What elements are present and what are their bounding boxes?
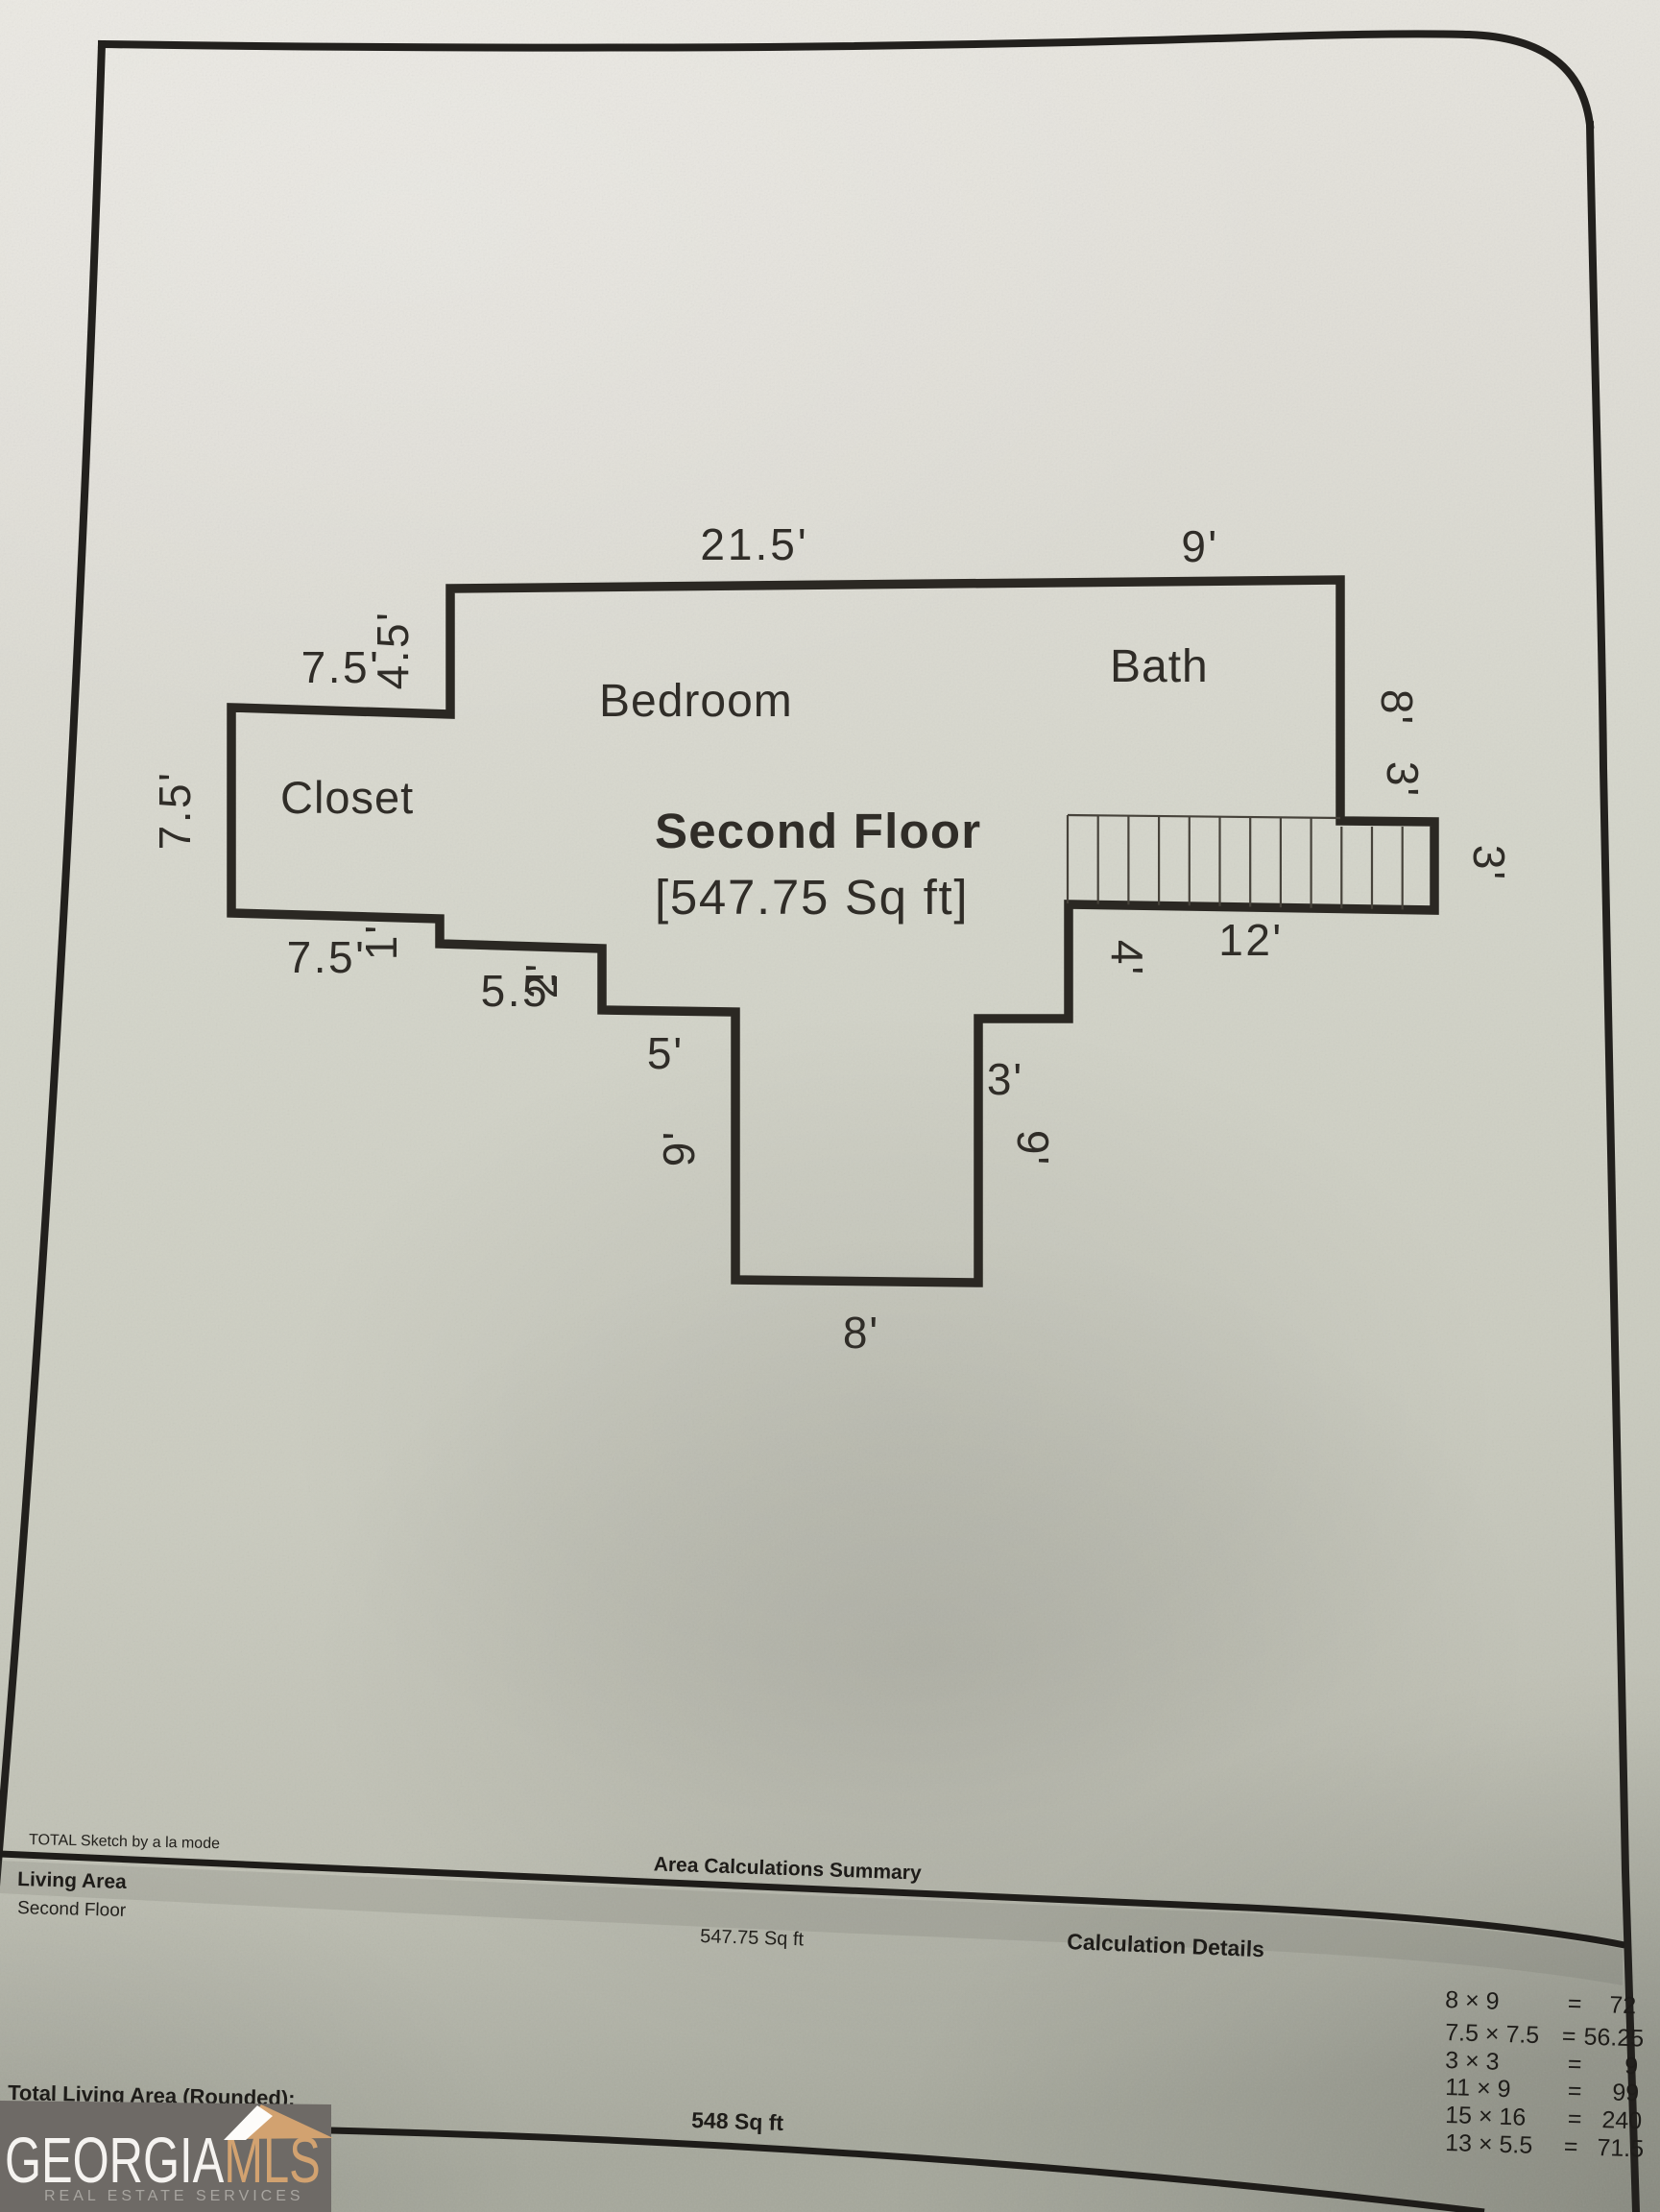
svg-text:2': 2' <box>517 962 566 998</box>
svg-text:15 × 16: 15 × 16 <box>1445 2102 1527 2131</box>
svg-text:240: 240 <box>1601 2106 1643 2134</box>
svg-text:3': 3' <box>1378 761 1428 798</box>
svg-text:=: = <box>1563 2133 1577 2160</box>
svg-text:9': 9' <box>1181 521 1218 571</box>
svg-text:548 Sq ft: 548 Sq ft <box>691 2107 784 2135</box>
svg-text:71.5: 71.5 <box>1597 2134 1645 2163</box>
svg-text:=: = <box>1567 2105 1581 2132</box>
svg-text:8': 8' <box>843 1308 879 1358</box>
svg-text:99: 99 <box>1612 2079 1640 2106</box>
svg-text:3': 3' <box>987 1054 1023 1104</box>
svg-text:Bedroom: Bedroom <box>599 676 793 727</box>
svg-text:7.5': 7.5' <box>287 932 367 982</box>
svg-text:5': 5' <box>647 1028 684 1078</box>
svg-text:21.5': 21.5' <box>700 519 808 569</box>
svg-text:[547.75 Sq ft]: [547.75 Sq ft] <box>655 870 969 925</box>
svg-text:8 × 9: 8 × 9 <box>1445 1986 1500 2015</box>
svg-text:1': 1' <box>356 924 406 960</box>
svg-text:3': 3' <box>1464 845 1514 881</box>
svg-text:547.75 Sq ft: 547.75 Sq ft <box>700 1926 805 1950</box>
svg-text:=: = <box>1567 1990 1581 2017</box>
svg-text:Living Area: Living Area <box>17 1868 127 1893</box>
svg-text:Bath: Bath <box>1110 641 1209 692</box>
svg-text:56.25: 56.25 <box>1583 2024 1644 2053</box>
svg-text:4': 4' <box>1102 940 1152 976</box>
svg-text:Second Floor: Second Floor <box>655 804 981 858</box>
svg-text:9: 9 <box>1624 2053 1639 2080</box>
svg-text:7.5': 7.5' <box>150 771 200 851</box>
svg-text:8': 8' <box>1372 689 1422 726</box>
svg-text:3 × 3: 3 × 3 <box>1445 2047 1500 2076</box>
svg-text:13 × 5.5: 13 × 5.5 <box>1445 2129 1533 2159</box>
svg-text:72: 72 <box>1609 1991 1637 2019</box>
svg-text:7.5 × 7.5: 7.5 × 7.5 <box>1445 2019 1540 2049</box>
svg-text:4.5': 4.5' <box>368 611 418 690</box>
svg-text:Closet: Closet <box>280 772 414 823</box>
svg-text:12': 12' <box>1218 915 1283 965</box>
svg-text:Second Floor: Second Floor <box>17 1898 127 1921</box>
svg-text:9': 9' <box>654 1130 704 1166</box>
svg-text:11 × 9: 11 × 9 <box>1445 2074 1511 2103</box>
svg-text:5.5': 5.5' <box>481 966 561 1016</box>
svg-text:REAL ESTATE SERVICES: REAL ESTATE SERVICES <box>44 2188 304 2204</box>
svg-text:=: = <box>1567 2078 1581 2104</box>
svg-text:TOTAL Sketch by a la mode: TOTAL Sketch by a la mode <box>29 1832 220 1852</box>
svg-text:=: = <box>1561 2023 1576 2050</box>
svg-text:7.5': 7.5' <box>301 642 381 692</box>
svg-text:=: = <box>1567 2051 1581 2078</box>
svg-text:9': 9' <box>1008 1130 1058 1166</box>
